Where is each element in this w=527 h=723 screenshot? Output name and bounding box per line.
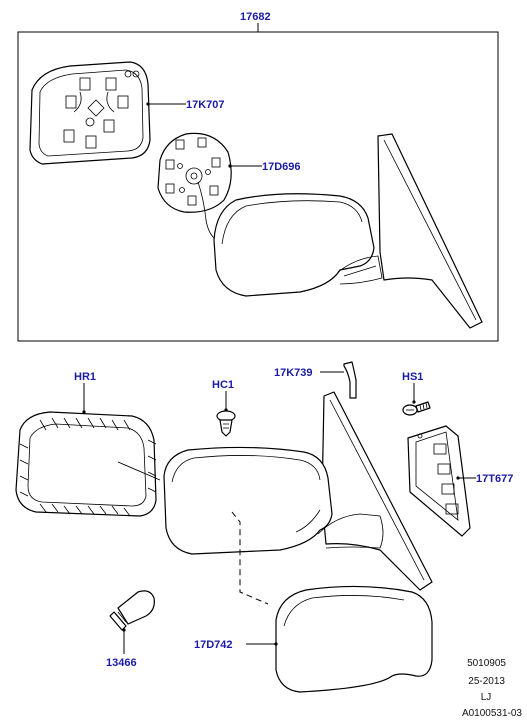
mirror-cover-kit-part[interactable] <box>15 411 157 517</box>
screw-part[interactable] <box>402 401 431 416</box>
bulb-part[interactable] <box>109 590 155 631</box>
callout-17K739[interactable]: 17K739 <box>274 367 313 379</box>
actuator-part[interactable] <box>157 132 232 239</box>
seal-strip-part[interactable] <box>343 361 357 399</box>
footer-code-2: 25-2013 <box>468 676 505 687</box>
mirror-cap-part[interactable] <box>275 585 433 693</box>
assembly-box <box>17 31 499 342</box>
callout-17K707[interactable]: 17K707 <box>186 99 225 111</box>
callout-17D696[interactable]: 17D696 <box>262 161 301 173</box>
callout-HR1[interactable]: HR1 <box>74 371 96 383</box>
footer-code-3: LJ <box>481 692 492 703</box>
mirror-glass-part[interactable] <box>29 61 151 165</box>
callout-17T677[interactable]: 17T677 <box>476 473 513 485</box>
callout-13466[interactable]: 13466 <box>106 657 137 669</box>
clip-part[interactable] <box>216 410 236 437</box>
mirror-housing-bottom <box>163 391 433 591</box>
callout-HC1[interactable]: HC1 <box>212 379 234 391</box>
mirror-assembly-housing <box>213 133 483 329</box>
footer-code-4: A0100531-03 <box>462 708 522 719</box>
trim-panel-part[interactable] <box>407 425 471 537</box>
callout-17682[interactable]: 17682 <box>240 11 271 23</box>
callout-HS1[interactable]: HS1 <box>402 371 423 383</box>
footer-code-1: 5010905 <box>467 658 506 669</box>
callout-17D742[interactable]: 17D742 <box>194 639 233 651</box>
